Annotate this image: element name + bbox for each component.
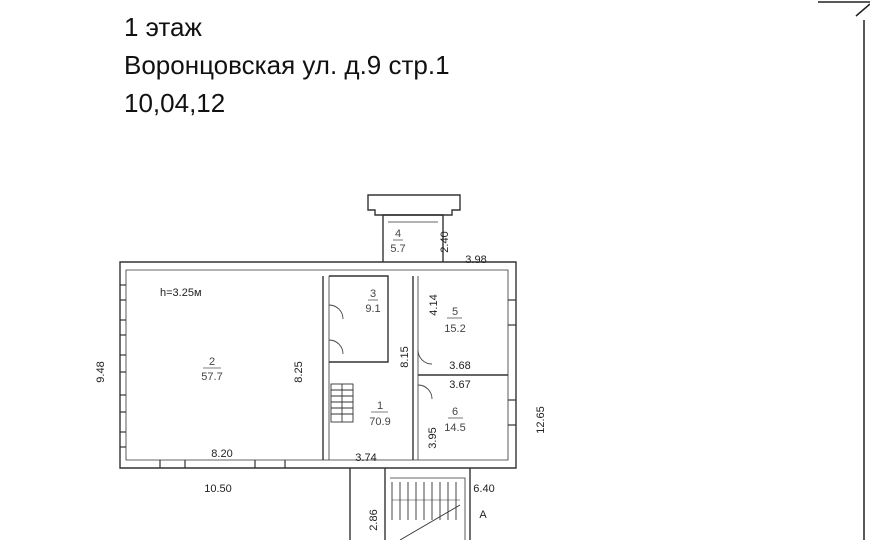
floor-label: 1 этаж — [124, 12, 202, 42]
lower-stair-flights — [391, 482, 461, 540]
stair-marker: А — [479, 509, 487, 521]
room-2-id: 2 — [209, 356, 215, 368]
ceiling-height: h=3.25м — [160, 287, 202, 299]
dim-hall-height: 8.25 — [293, 361, 305, 382]
room-1-area: 70.9 — [369, 416, 390, 428]
dim-room5-width: 3.68 — [449, 360, 470, 372]
dim-stair-width: 6.40 — [473, 483, 494, 495]
dim-room5-height: 4.14 — [428, 294, 440, 315]
dim-corridor-height: 8.15 — [399, 346, 411, 367]
dim-left-height: 9.48 — [95, 361, 107, 382]
date-label: 10,04,12 — [124, 88, 226, 118]
dim-total-width: 10.50 — [204, 483, 232, 495]
dim-room6-width: 3.67 — [449, 379, 470, 391]
room-5-area: 15.2 — [444, 323, 465, 335]
dim-corridor-width: 3.74 — [355, 452, 376, 464]
dim-stair-depth: 2.86 — [368, 509, 380, 530]
room-6-id: 6 — [452, 406, 458, 418]
sheet-corner-frame — [818, 1, 870, 540]
dim-hall-width: 8.20 — [211, 448, 232, 460]
interior-stair — [330, 383, 354, 423]
dim-top-right-width: 3.98 — [465, 254, 486, 266]
dim-room6-height: 3.95 — [427, 427, 439, 448]
room-4-id: 4 — [395, 228, 401, 240]
windows — [120, 284, 516, 468]
room-2-area: 57.7 — [201, 371, 222, 383]
room-labels — [203, 239, 463, 419]
address-label: Воронцовская ул. д.9 стр.1 — [124, 50, 450, 80]
room-5-id: 5 — [452, 306, 458, 318]
doors — [328, 304, 433, 400]
dim-vestibule-depth: 2.40 — [439, 231, 451, 252]
room-3-id: 3 — [370, 288, 376, 300]
walls — [119, 194, 517, 540]
dim-right-height: 12.65 — [535, 406, 547, 434]
room-1-id: 1 — [377, 400, 383, 412]
drawing-header: 1 этаж Воронцовская ул. д.9 стр.1 10,04,… — [124, 8, 450, 122]
room-4-area: 5.7 — [390, 243, 405, 255]
room-3-area: 9.1 — [365, 303, 380, 315]
room-6-area: 14.5 — [444, 422, 465, 434]
